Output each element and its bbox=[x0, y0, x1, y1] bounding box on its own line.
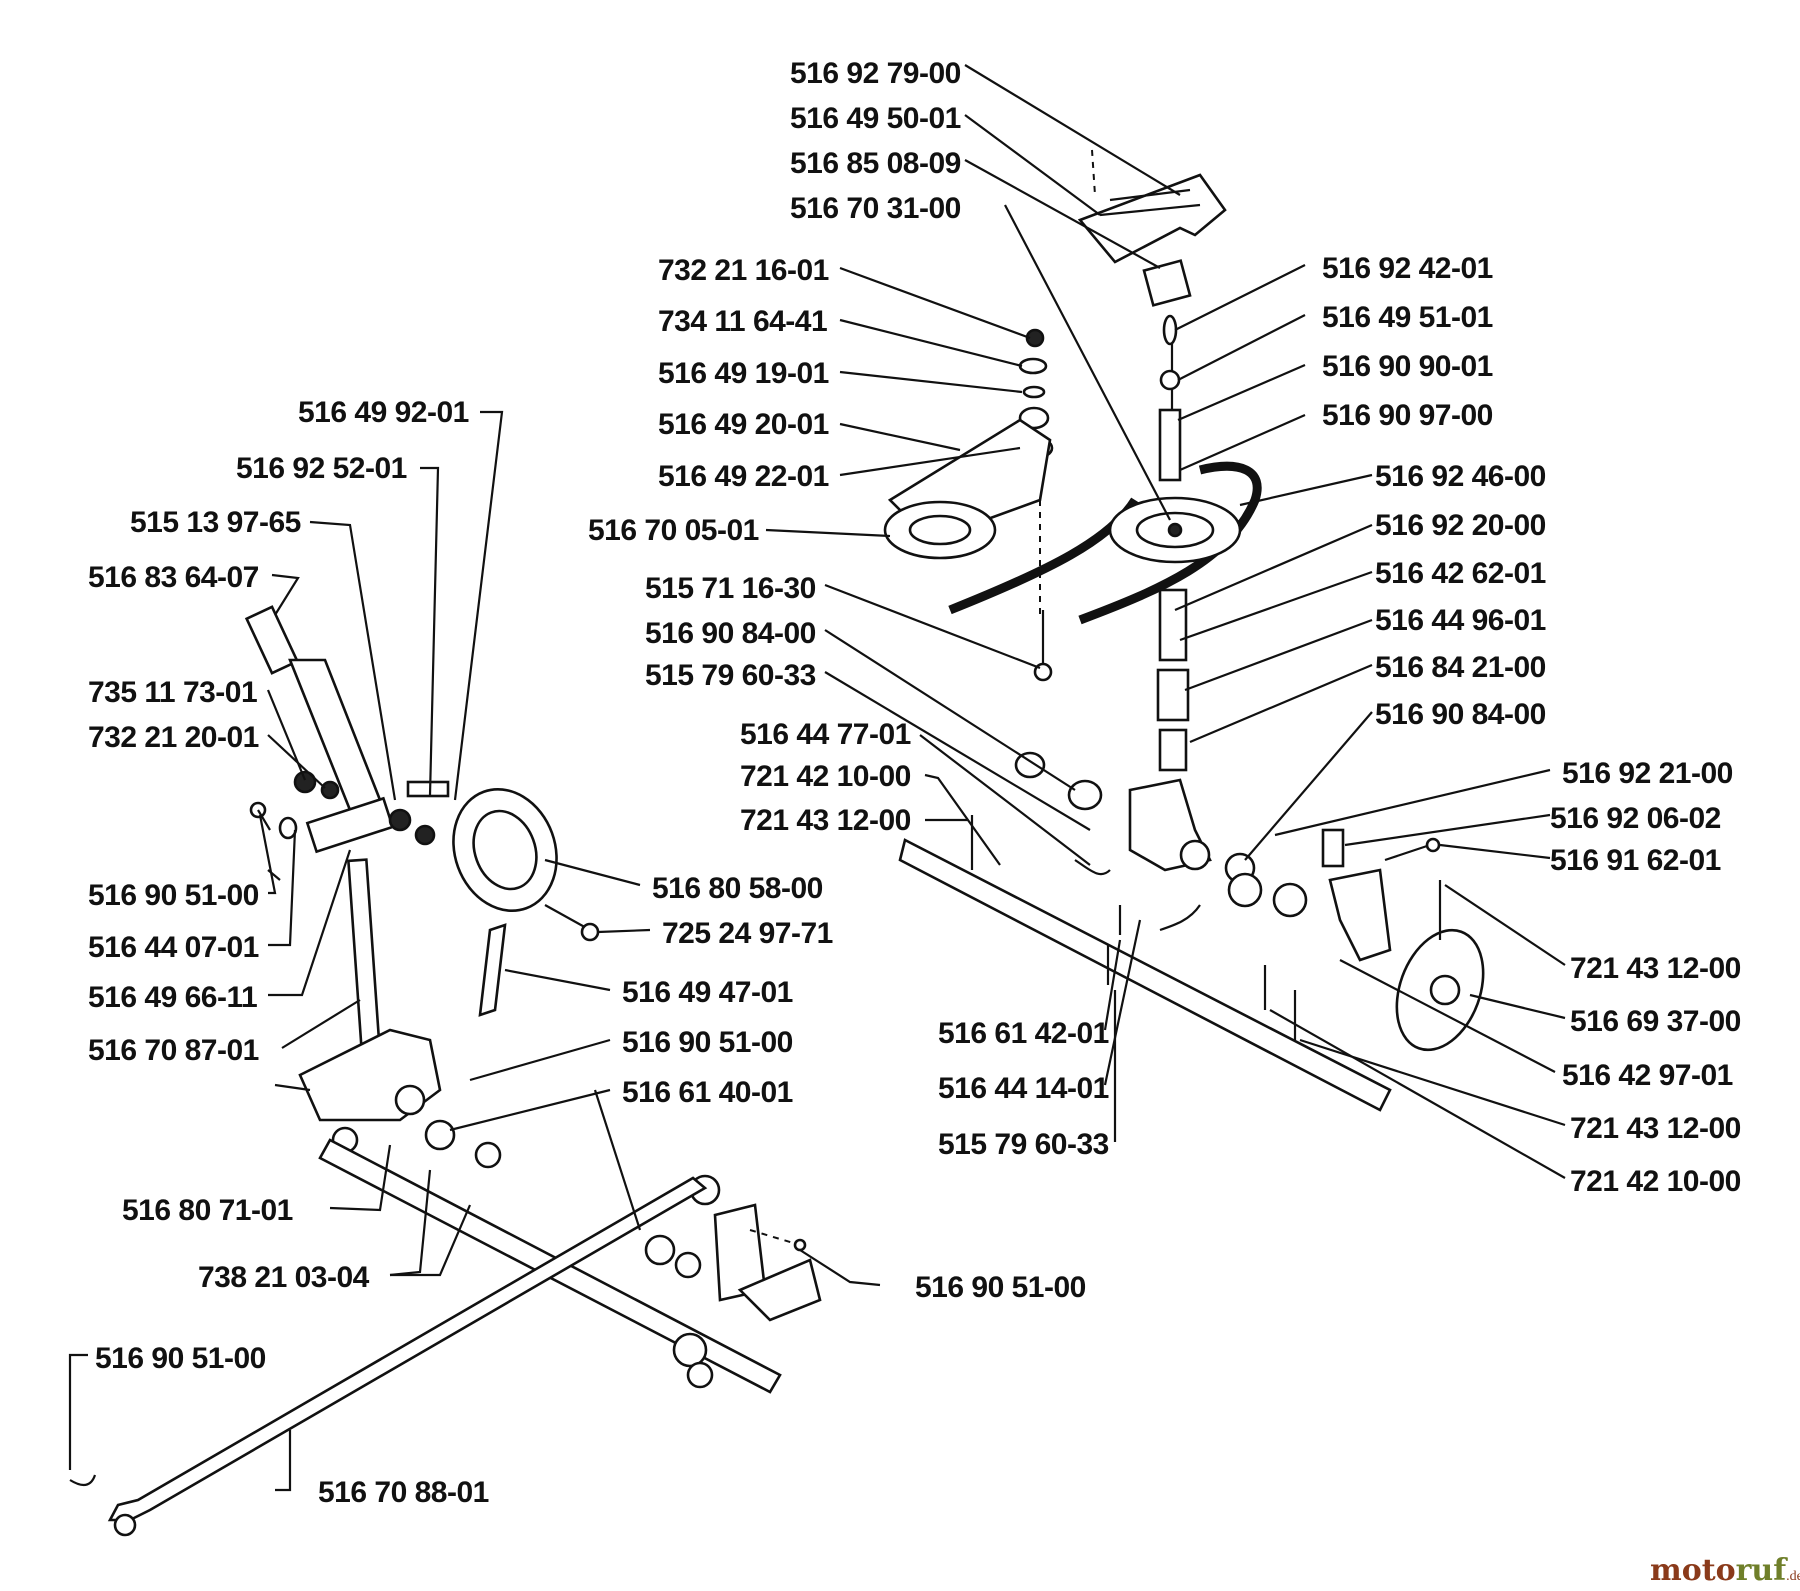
part-label: 516 49 92-01 bbox=[298, 396, 469, 429]
part-label: 515 79 60-33 bbox=[645, 659, 816, 692]
part-label: 516 61 42-01 bbox=[938, 1017, 1109, 1050]
part-label: 515 79 60-33 bbox=[938, 1128, 1109, 1161]
part-label: 516 49 20-01 bbox=[658, 408, 829, 441]
part-label: 516 92 52-01 bbox=[236, 452, 407, 485]
part-label: 738 21 03-04 bbox=[198, 1261, 370, 1294]
part-label: 516 92 42-01 bbox=[1322, 252, 1493, 285]
long-rod bbox=[107, 1176, 708, 1522]
part-label: 721 42 10-00 bbox=[1570, 1165, 1741, 1198]
part-label: 516 70 88-01 bbox=[318, 1476, 489, 1509]
part-label: 516 42 62-01 bbox=[1375, 557, 1546, 590]
lever-grip bbox=[244, 605, 300, 675]
part-label: 516 80 58-00 bbox=[652, 872, 823, 905]
part-label: 516 44 14-01 bbox=[938, 1072, 1109, 1105]
part-label: 721 43 12-00 bbox=[1570, 1112, 1741, 1145]
part-label: 515 71 16-30 bbox=[645, 572, 816, 605]
shield-plate bbox=[1077, 173, 1227, 264]
small-block bbox=[1142, 259, 1192, 307]
part-label: 515 13 97-65 bbox=[130, 506, 301, 539]
part-label: 732 21 20-01 bbox=[88, 721, 259, 754]
part-label: 516 84 21-00 bbox=[1375, 651, 1546, 684]
part-label: 516 44 96-01 bbox=[1375, 604, 1546, 637]
part-label: 516 92 06-02 bbox=[1550, 802, 1721, 835]
part-label: 516 90 90-01 bbox=[1322, 350, 1493, 383]
part-label: 516 69 37-00 bbox=[1570, 1005, 1741, 1038]
part-label: 516 49 19-01 bbox=[658, 357, 829, 390]
watermark-text-2: ruf bbox=[1736, 1553, 1789, 1588]
part-label: 516 92 46-00 bbox=[1375, 460, 1546, 493]
part-label: 516 90 51-00 bbox=[915, 1271, 1086, 1304]
part-label: 516 49 66-11 bbox=[88, 981, 257, 1014]
part-label: 516 42 97-01 bbox=[1562, 1059, 1733, 1092]
part-label: 725 24 97-71 bbox=[662, 917, 833, 950]
watermark-logo: motoruf.de bbox=[1650, 1553, 1800, 1588]
part-label: 516 49 51-01 bbox=[1322, 301, 1493, 334]
part-label: 732 21 16-01 bbox=[658, 254, 829, 287]
part-label: 516 49 47-01 bbox=[622, 976, 793, 1009]
part-label: 516 70 05-01 bbox=[588, 514, 759, 547]
part-label: 516 80 71-01 bbox=[122, 1194, 293, 1227]
part-label: 516 92 20-00 bbox=[1375, 509, 1546, 542]
part-label: 721 43 12-00 bbox=[740, 804, 911, 837]
part-label: 516 90 84-00 bbox=[1375, 698, 1546, 731]
leader-lines bbox=[68, 64, 1566, 1492]
part-label: 721 43 12-00 bbox=[1570, 952, 1741, 985]
washer-734 bbox=[1018, 357, 1048, 375]
part-labels: 516 92 79-00 516 49 50-01 516 85 08-09 5… bbox=[88, 57, 1741, 1509]
part-label: 516 44 07-01 bbox=[88, 931, 259, 964]
part-label: 516 70 87-01 bbox=[88, 1034, 259, 1067]
part-label: 734 11 64-41 bbox=[658, 305, 827, 338]
left-assembly bbox=[68, 605, 822, 1537]
part-label: 735 11 73-01 bbox=[88, 676, 257, 709]
spring-516-49-47 bbox=[478, 923, 507, 1017]
watermark-text-3: .de bbox=[1786, 1569, 1800, 1584]
washer-19 bbox=[1022, 385, 1046, 399]
svg-text:motoruf.de: motoruf.de bbox=[1650, 1553, 1800, 1588]
part-label: 516 92 21-00 bbox=[1562, 757, 1733, 790]
part-label: 516 90 51-00 bbox=[622, 1026, 793, 1059]
part-label: 516 49 50-01 bbox=[790, 102, 961, 135]
bracket bbox=[1328, 868, 1392, 962]
part-label: 516 92 79-00 bbox=[790, 57, 961, 90]
drive-shaft bbox=[898, 838, 1392, 1112]
part-label: 516 70 31-00 bbox=[790, 192, 961, 225]
part-label: 516 90 51-00 bbox=[88, 879, 259, 912]
spring-stack bbox=[1158, 588, 1188, 662]
part-label: 516 90 97-00 bbox=[1322, 399, 1493, 432]
watermark-text-1: moto bbox=[1650, 1553, 1736, 1588]
part-label: 516 85 08-09 bbox=[790, 147, 961, 180]
part-label: 516 49 22-01 bbox=[658, 460, 829, 493]
part-label: 516 61 40-01 bbox=[622, 1076, 793, 1109]
part-label: 516 83 64-07 bbox=[88, 561, 259, 594]
part-label: 516 44 77-01 bbox=[740, 718, 911, 751]
part-label: 516 90 51-00 bbox=[95, 1342, 266, 1375]
part-label: 721 42 10-00 bbox=[740, 760, 911, 793]
part-label: 516 90 84-00 bbox=[645, 617, 816, 650]
part-label: 516 91 62-01 bbox=[1550, 844, 1721, 877]
